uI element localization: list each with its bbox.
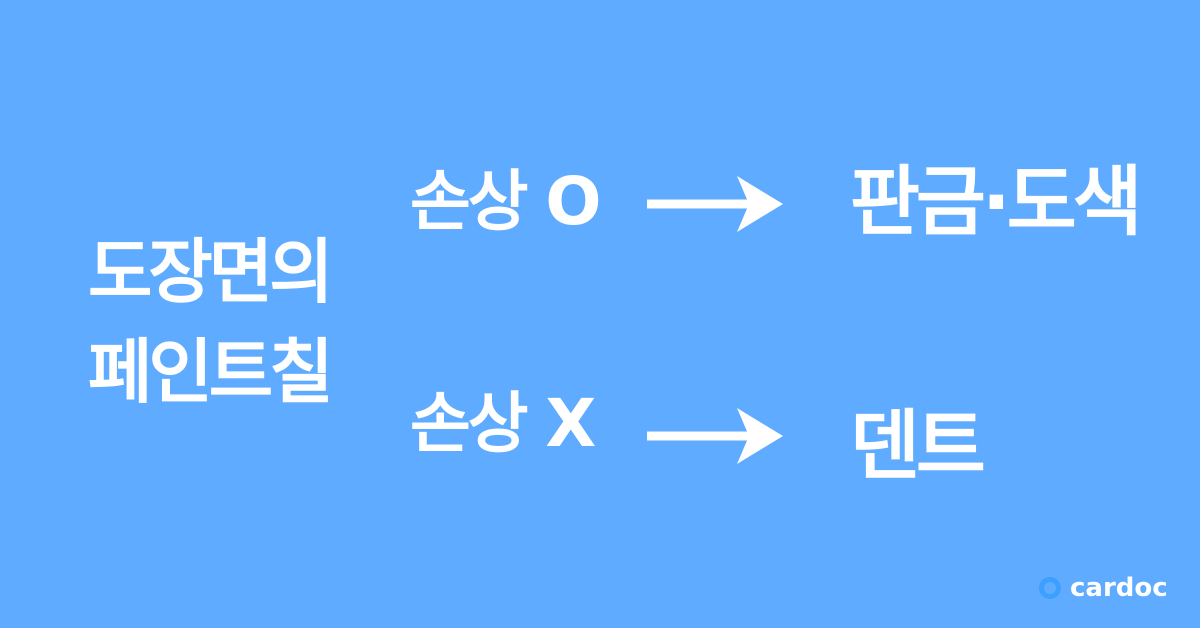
title-line-2: 페인트칠 [88, 331, 334, 413]
result-panel-paint: 판금·도색 [850, 157, 1143, 246]
condition-undamaged: 손상 X [410, 385, 596, 462]
result-dent: 덴트 [850, 401, 986, 490]
main-title: 도장면의 페인트칠 [88, 222, 348, 422]
title-line-1: 도장면의 [88, 231, 334, 313]
ring-icon [1039, 577, 1061, 599]
condition-damaged: 손상 O [410, 163, 602, 240]
logo-text: cardoc [1070, 573, 1168, 603]
cardoc-logo: cardoc [1038, 568, 1168, 608]
arrow-right-icon [647, 408, 783, 464]
rule-row-damaged: 손상 O 판금·도색 [0, 152, 1200, 252]
rule-row-undamaged: 손상 X 덴트 [0, 374, 1200, 490]
arrow-right-icon [647, 176, 783, 232]
